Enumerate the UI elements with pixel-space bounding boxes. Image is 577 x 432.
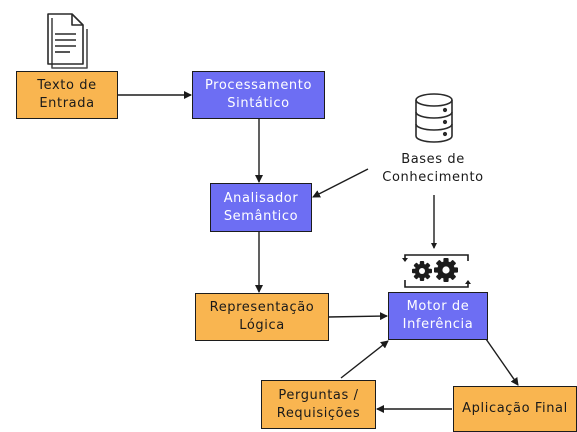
node-processamento-sintatico: Processamento Sintático [192, 71, 325, 119]
gears-icon [402, 254, 471, 288]
node-analisador-semantico: Analisador Semântico [210, 183, 312, 232]
document-icon [47, 13, 88, 69]
label-bases-de-conhecimento: Bases de Conhecimento [382, 152, 484, 185]
edge-bases-analisador [312, 168, 369, 198]
node-motor-de-inferencia: Motor de Inferência [388, 292, 488, 340]
node-perguntas-requisicoes: Perguntas / Requisições [261, 380, 376, 429]
node-representacao-logica: Representação Lógica [195, 293, 329, 341]
edge-motor-aplicacao [485, 338, 519, 386]
node-texto-de-entrada: Texto de Entrada [16, 71, 118, 119]
edge-representacao-motor [327, 312, 388, 321]
database-icon [415, 93, 453, 143]
node-aplicacao-final: Aplicação Final [453, 386, 577, 432]
edge-perguntas-motor [340, 340, 389, 379]
